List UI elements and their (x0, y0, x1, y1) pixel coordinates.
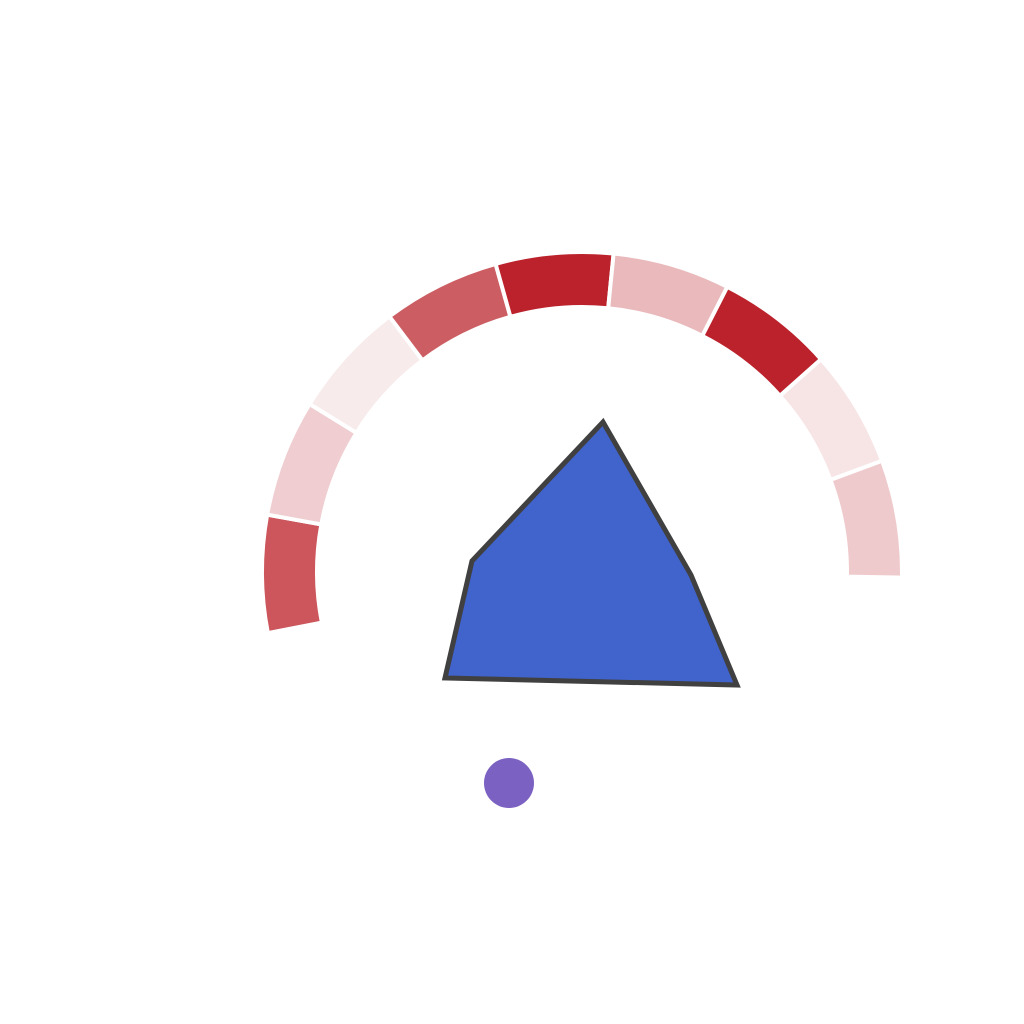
polygon-shape (441, 417, 741, 688)
segmented-arc-ring (260, 250, 904, 636)
dot-marker (484, 758, 534, 808)
ring-segment-5 (493, 250, 616, 320)
ring-segment-9 (827, 458, 904, 580)
ring-segment-1 (260, 512, 325, 636)
